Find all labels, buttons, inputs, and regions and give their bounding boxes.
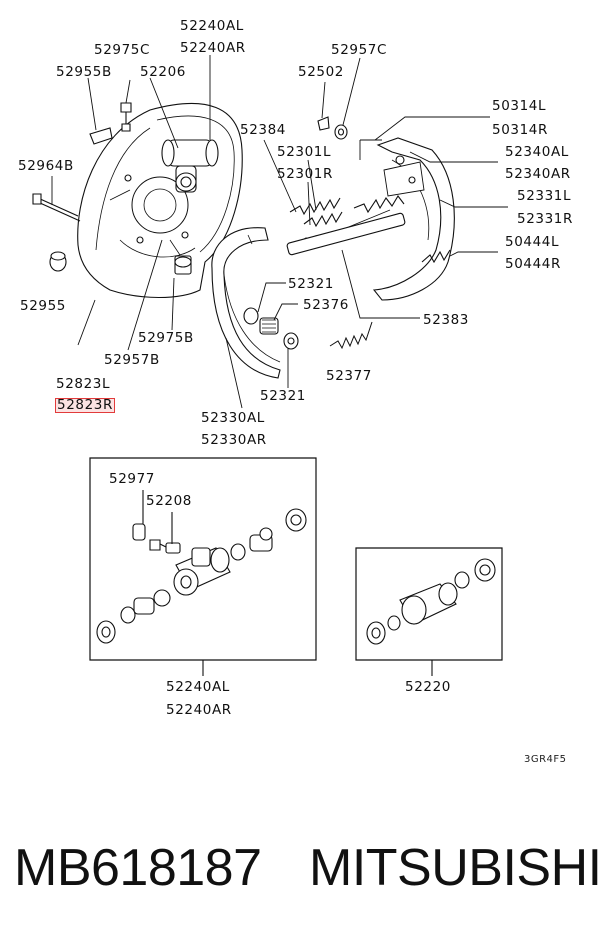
label-52955: 52955: [20, 298, 66, 314]
brake-parts-diagram: [0, 0, 600, 800]
nut-52975B: [175, 256, 191, 274]
spring-50444: [422, 250, 450, 262]
diagram-code: 3GR4F5: [524, 754, 567, 765]
wheel-cylinder-box-52220: [356, 548, 502, 676]
label-50444L: 50444L: [505, 234, 560, 250]
wheel-cylinder-box-52240A: [90, 458, 316, 676]
part-number: MB618187: [14, 839, 262, 897]
plug-52955: [50, 252, 66, 271]
pin-52321: [244, 308, 298, 349]
spring-52376: [260, 318, 278, 334]
bolt-52964B: [33, 194, 80, 221]
label-52823R-highlighted[interactable]: 52823R: [55, 397, 115, 413]
label-52301R: 52301R: [277, 166, 333, 182]
label-52340AR: 52340AR: [505, 166, 571, 182]
leader-lines: [52, 55, 508, 408]
return-springs: [286, 196, 405, 255]
label-52301L: 52301L: [277, 144, 332, 160]
label-52321-a: 52321: [288, 276, 334, 292]
label-52383: 52383: [423, 312, 469, 328]
label-52240AR-top: 52240AR: [180, 40, 246, 56]
label-52377: 52377: [326, 368, 372, 384]
label-52240AR-box: 52240AR: [166, 702, 232, 718]
right-brake-shoe: [374, 138, 454, 300]
label-52331R: 52331R: [517, 211, 573, 227]
plate-wheel-cylinder: [162, 140, 218, 192]
cap-52955B: [90, 128, 112, 144]
brake-shoe: [212, 228, 280, 378]
label-52330AR: 52330AR: [201, 432, 267, 448]
label-52977: 52977: [109, 471, 155, 487]
label-52955B: 52955B: [56, 64, 112, 80]
label-52331L: 52331L: [517, 188, 572, 204]
label-52964B: 52964B: [18, 158, 74, 174]
label-52376: 52376: [303, 297, 349, 313]
label-52321-b: 52321: [260, 388, 306, 404]
label-52823L: 52823L: [56, 376, 111, 392]
pin-52502: [318, 117, 329, 130]
brand-name: MITSUBISHI: [309, 839, 600, 897]
bleeder-screw: [121, 103, 131, 131]
label-52957B: 52957B: [104, 352, 160, 368]
label-52975B: 52975B: [138, 330, 194, 346]
label-52340AL: 52340AL: [505, 144, 569, 160]
label-52240AL-top: 52240AL: [180, 18, 244, 34]
label-52957C: 52957C: [331, 42, 387, 58]
label-52206: 52206: [140, 64, 186, 80]
spring-52377: [330, 322, 372, 348]
label-52220: 52220: [405, 679, 451, 695]
label-50314L: 50314L: [492, 98, 547, 114]
label-52502: 52502: [298, 64, 344, 80]
clip-52957C: [335, 125, 347, 139]
label-52384: 52384: [240, 122, 286, 138]
label-52208: 52208: [146, 493, 192, 509]
label-52240AL-box: 52240AL: [166, 679, 230, 695]
label-52975C: 52975C: [94, 42, 150, 58]
label-52330AL: 52330AL: [201, 410, 265, 426]
label-50444R: 50444R: [505, 256, 561, 272]
label-50314R: 50314R: [492, 122, 548, 138]
